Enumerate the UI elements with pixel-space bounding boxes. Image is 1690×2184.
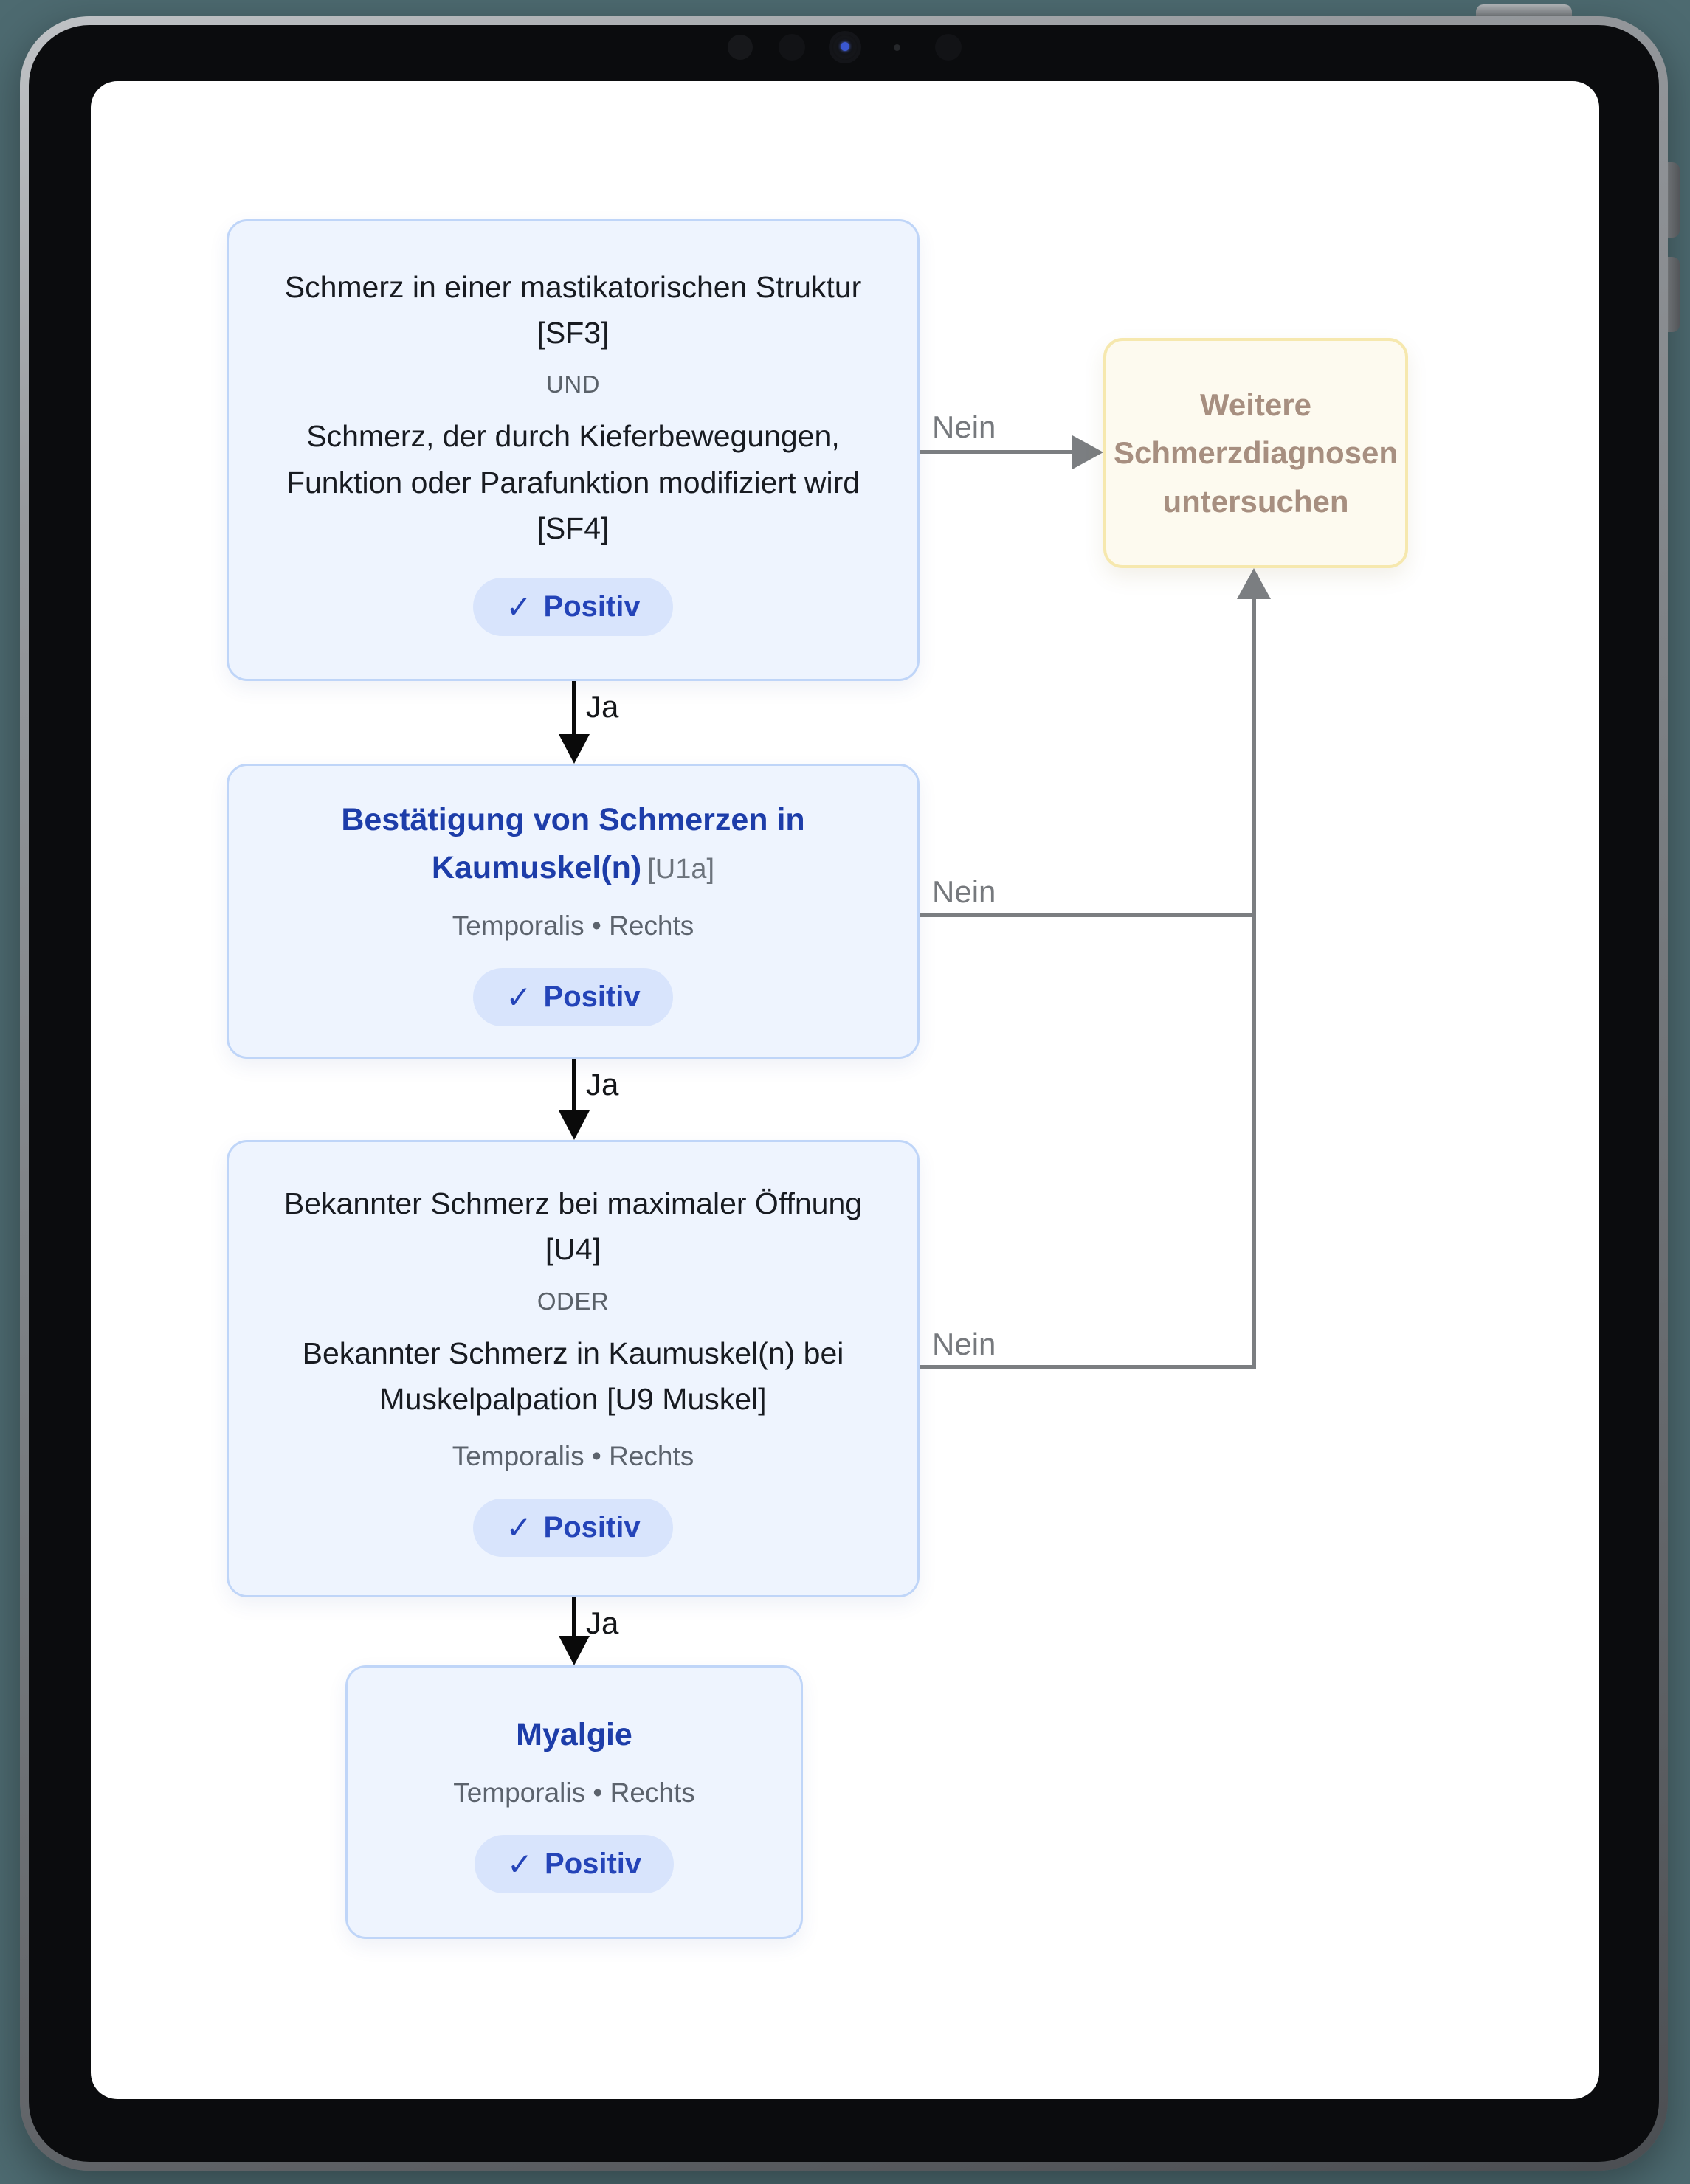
edge-return-arrowhead-icon <box>1237 568 1271 599</box>
logic-operator-label: UND <box>546 370 600 398</box>
sensor-dot-icon <box>728 35 753 60</box>
edge-ja-2-arrowhead-icon <box>559 1110 590 1140</box>
microphone-dot-icon <box>894 44 900 51</box>
edge-label-ja-3: Ja <box>586 1606 619 1640</box>
node-subtitle: Temporalis • Rechts <box>452 910 694 941</box>
edge-return-line <box>1252 596 1256 1367</box>
node-title: Bestätigung von Schmerzen in Kaumuskel(n… <box>289 796 858 891</box>
front-camera-icon <box>832 35 858 60</box>
node-title-text: Bestätigung von Schmerzen in Kaumuskel(n… <box>341 802 805 885</box>
node-criterion-text: Bekannter Schmerz bei maximaler Öffnung … <box>283 1186 863 1267</box>
node-pain-confirmation[interactable]: Bestätigung von Schmerzen in Kaumuskel(n… <box>227 764 920 1059</box>
camera-lens-icon <box>779 34 805 61</box>
status-badge: ✓ Positiv <box>473 578 673 637</box>
node-subtitle: Temporalis • Rechts <box>452 1441 694 1472</box>
check-icon: ✓ <box>506 1847 534 1882</box>
logic-operator-label: ODER <box>537 1287 610 1315</box>
node-weitere-schmerzdiagnosen[interactable]: Weitere Schmerzdiagnosen untersuchen <box>1103 338 1408 568</box>
edge-ja-1-line <box>572 681 576 736</box>
status-badge: ✓ Positiv <box>474 1835 675 1894</box>
edge-nein-1-line <box>920 450 1074 454</box>
node-subtitle: Temporalis • Rechts <box>453 1777 695 1808</box>
edge-nein-1-arrowhead-icon <box>1072 435 1103 469</box>
edge-nein-2-line <box>920 913 1256 917</box>
node-criterion-text: Schmerz, der durch Kieferbewegungen, Fun… <box>286 419 860 545</box>
check-icon: ✓ <box>506 590 532 625</box>
edge-label-nein-3: Nein <box>932 1327 996 1361</box>
node-examination-findings[interactable]: Bekannter Schmerz bei maximaler Öffnung … <box>227 1140 920 1597</box>
node-screening-criteria[interactable]: Schmerz in einer mastikatorischen Strukt… <box>227 219 920 681</box>
node-diagnosis-myalgie[interactable]: Myalgie Temporalis • Rechts ✓ Positiv <box>345 1665 803 1939</box>
status-badge-label: Positiv <box>543 981 641 1013</box>
camera-glint <box>841 42 849 51</box>
edge-ja-3-line <box>572 1597 576 1637</box>
status-badge-label: Positiv <box>543 590 641 623</box>
edge-nein-3-line <box>920 1365 1256 1369</box>
edge-ja-3-arrowhead-icon <box>559 1636 590 1665</box>
edge-ja-2-line <box>572 1059 576 1112</box>
camera-lens-icon <box>935 34 962 61</box>
node-criterion-text: Bekannter Schmerz in Kaumuskel(n) bei Mu… <box>302 1335 844 1416</box>
status-badge: ✓ Positiv <box>473 968 673 1026</box>
node-code-label: [U1a] <box>647 853 715 885</box>
node-criterion-text: Schmerz in einer mastikatorischen Strukt… <box>284 269 862 350</box>
edge-label-nein-2: Nein <box>932 874 996 909</box>
edge-label-nein-1: Nein <box>932 410 996 444</box>
status-badge-label: Positiv <box>543 1511 641 1544</box>
node-title: Myalgie <box>516 1716 632 1752</box>
referral-node-label: Weitere Schmerzdiagnosen untersuchen <box>1113 387 1398 519</box>
check-icon: ✓ <box>506 1510 532 1546</box>
status-badge: ✓ Positiv <box>473 1499 673 1558</box>
edge-ja-1-arrowhead-icon <box>559 734 590 764</box>
front-camera-cluster <box>0 0 1690 96</box>
edge-label-ja-2: Ja <box>586 1067 619 1102</box>
status-badge-label: Positiv <box>545 1848 642 1881</box>
check-icon: ✓ <box>506 980 532 1015</box>
edge-label-ja-1: Ja <box>586 689 619 724</box>
device-screen: Schmerz in einer mastikatorischen Strukt… <box>91 81 1599 2099</box>
